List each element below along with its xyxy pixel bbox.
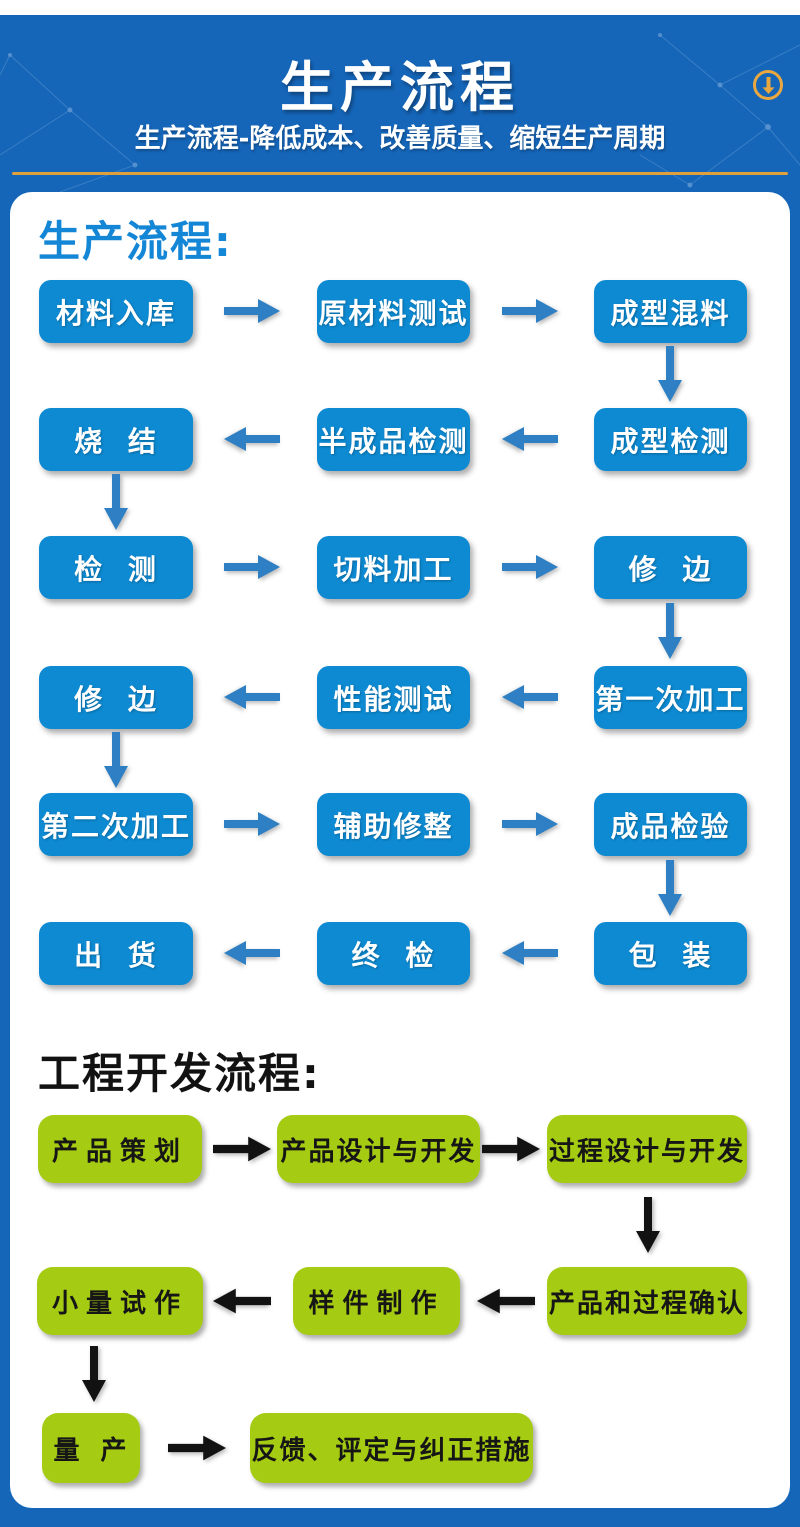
arrow-down-icon xyxy=(82,1346,106,1402)
top-strip xyxy=(0,0,800,15)
arrow-left-icon xyxy=(477,1288,535,1314)
arrow-right-icon xyxy=(502,812,558,836)
flow-step-final-check: 终 检 xyxy=(317,922,470,985)
section-heading-production: 生产流程: xyxy=(38,217,233,266)
constellation-decoration xyxy=(0,33,800,192)
arrow-down-icon xyxy=(104,732,128,788)
arrow-left-icon xyxy=(213,1288,271,1314)
flow-step-inspect: 检 测 xyxy=(39,536,193,599)
eng-step-product-design: 产品设计与开发 xyxy=(277,1115,480,1183)
section-heading-engineering: 工程开发流程: xyxy=(38,1049,321,1098)
flow-step-raw-test: 原材料测试 xyxy=(317,280,470,343)
flow-step-mix: 成型混料 xyxy=(594,280,747,343)
flow-step-perf-test: 性能测试 xyxy=(317,666,470,729)
arrow-down-icon xyxy=(658,603,682,659)
arrow-left-icon xyxy=(502,941,558,965)
eng-step-product-planning: 产品策划 xyxy=(38,1115,202,1183)
flow-step-cutting: 切料加工 xyxy=(317,536,470,599)
arrow-right-icon xyxy=(482,1136,540,1162)
eng-step-mass-production: 量 产 xyxy=(42,1413,140,1483)
arrow-left-icon xyxy=(502,685,558,709)
flow-step-material-in: 材料入库 xyxy=(39,280,193,343)
arrow-down-icon xyxy=(658,860,682,916)
eng-step-confirmation: 产品和过程确认 xyxy=(547,1267,747,1335)
flow-step-ship: 出 货 xyxy=(39,922,193,985)
flow-step-packing: 包 装 xyxy=(594,922,747,985)
page-title: 生产流程 xyxy=(280,56,520,119)
eng-step-pilot-run: 小量试作 xyxy=(37,1267,203,1335)
arrow-down-icon xyxy=(636,1197,660,1253)
arrow-left-icon xyxy=(502,427,558,451)
accent-divider xyxy=(12,172,788,175)
arrow-right-icon xyxy=(168,1435,226,1461)
header-banner: 生产流程 生产流程-降低成本、改善质量、缩短生产周期 xyxy=(0,15,800,192)
flow-step-machining-1: 第一次加工 xyxy=(594,666,747,729)
flow-step-semi-check: 半成品检测 xyxy=(317,408,470,471)
download-arrow-icon[interactable] xyxy=(753,70,783,100)
flow-step-trim-2: 修 边 xyxy=(39,666,193,729)
page-subtitle: 生产流程-降低成本、改善质量、缩短生产周期 xyxy=(134,124,666,154)
arrow-right-icon xyxy=(502,299,558,323)
flow-step-machining-2: 第二次加工 xyxy=(39,793,193,856)
eng-step-feedback-corrective: 反馈、评定与纠正措施 xyxy=(250,1413,533,1483)
flow-step-mold-check: 成型检测 xyxy=(594,408,747,471)
arrow-right-icon xyxy=(224,812,280,836)
flow-step-aux-finish: 辅助修整 xyxy=(317,793,470,856)
eng-step-sample-making: 样件制作 xyxy=(293,1267,460,1335)
arrow-right-icon xyxy=(213,1136,271,1162)
arrow-left-icon xyxy=(224,941,280,965)
flow-step-final-inspect: 成品检验 xyxy=(594,793,747,856)
arrow-right-icon xyxy=(502,555,558,579)
arrow-left-icon xyxy=(224,685,280,709)
arrow-down-icon xyxy=(104,474,128,530)
arrow-right-icon xyxy=(224,555,280,579)
arrow-left-icon xyxy=(224,427,280,451)
arrow-right-icon xyxy=(224,299,280,323)
arrow-down-icon xyxy=(658,346,682,402)
flow-step-sinter: 烧 结 xyxy=(39,408,193,471)
eng-step-process-design: 过程设计与开发 xyxy=(547,1115,747,1183)
flow-step-trim-1: 修 边 xyxy=(594,536,747,599)
